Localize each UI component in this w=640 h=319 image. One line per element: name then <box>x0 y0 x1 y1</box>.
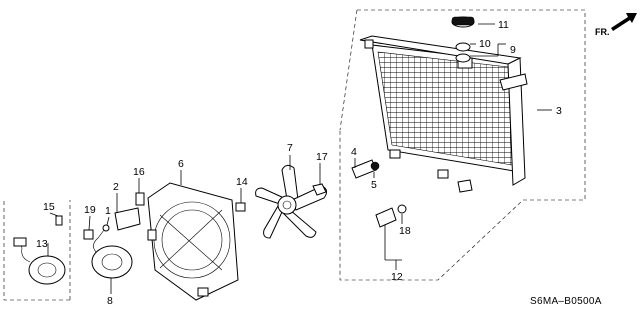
front-direction-indicator: FR. <box>595 13 637 37</box>
callout-1: 1 <box>105 205 111 217</box>
diagram-code: S6MA–B0500A <box>530 296 602 307</box>
thermo-switch <box>375 204 407 228</box>
callout-8: 8 <box>107 295 113 307</box>
callout-11: 11 <box>498 19 509 31</box>
drain-plug <box>351 159 380 179</box>
connector-19 <box>83 229 94 240</box>
callout-15: 15 <box>43 201 55 213</box>
radiator <box>359 35 528 193</box>
callout-5: 5 <box>371 179 377 191</box>
radiator-enclosure <box>339 9 586 281</box>
arrow-icon <box>611 13 637 31</box>
leader-lines <box>47 23 552 294</box>
callout-10: 10 <box>479 38 491 50</box>
bolt-16 <box>135 192 145 206</box>
callout-17: 17 <box>316 151 328 163</box>
motor-assembly-left <box>3 200 71 301</box>
callout-6: 6 <box>178 158 184 170</box>
bolt-14 <box>235 202 246 212</box>
callout-19: 19 <box>84 204 96 216</box>
callout-13: 13 <box>36 238 48 250</box>
callout-16: 16 <box>133 166 145 178</box>
radiator-cushion <box>455 42 471 63</box>
nut-17 <box>312 183 327 196</box>
callout-4: 4 <box>351 146 357 158</box>
clip-1 <box>102 224 110 232</box>
bolt-15 <box>55 215 63 226</box>
cooling-fan <box>255 164 328 239</box>
callout-7: 7 <box>287 142 293 154</box>
radiator-cap <box>451 16 475 28</box>
direction-label: FR. <box>595 27 610 37</box>
callout-14: 14 <box>236 176 248 188</box>
callout-2: 2 <box>113 181 119 193</box>
callout-12: 12 <box>391 271 403 283</box>
bracket-2 <box>114 207 141 231</box>
callout-labels: 11 10 9 3 4 5 18 12 7 17 6 14 16 2 1 19 … <box>36 19 562 307</box>
callout-18: 18 <box>399 225 411 237</box>
callout-9: 9 <box>510 44 516 56</box>
fan-shroud <box>147 182 239 301</box>
fan-motor <box>91 229 133 279</box>
callout-3: 3 <box>556 105 562 117</box>
